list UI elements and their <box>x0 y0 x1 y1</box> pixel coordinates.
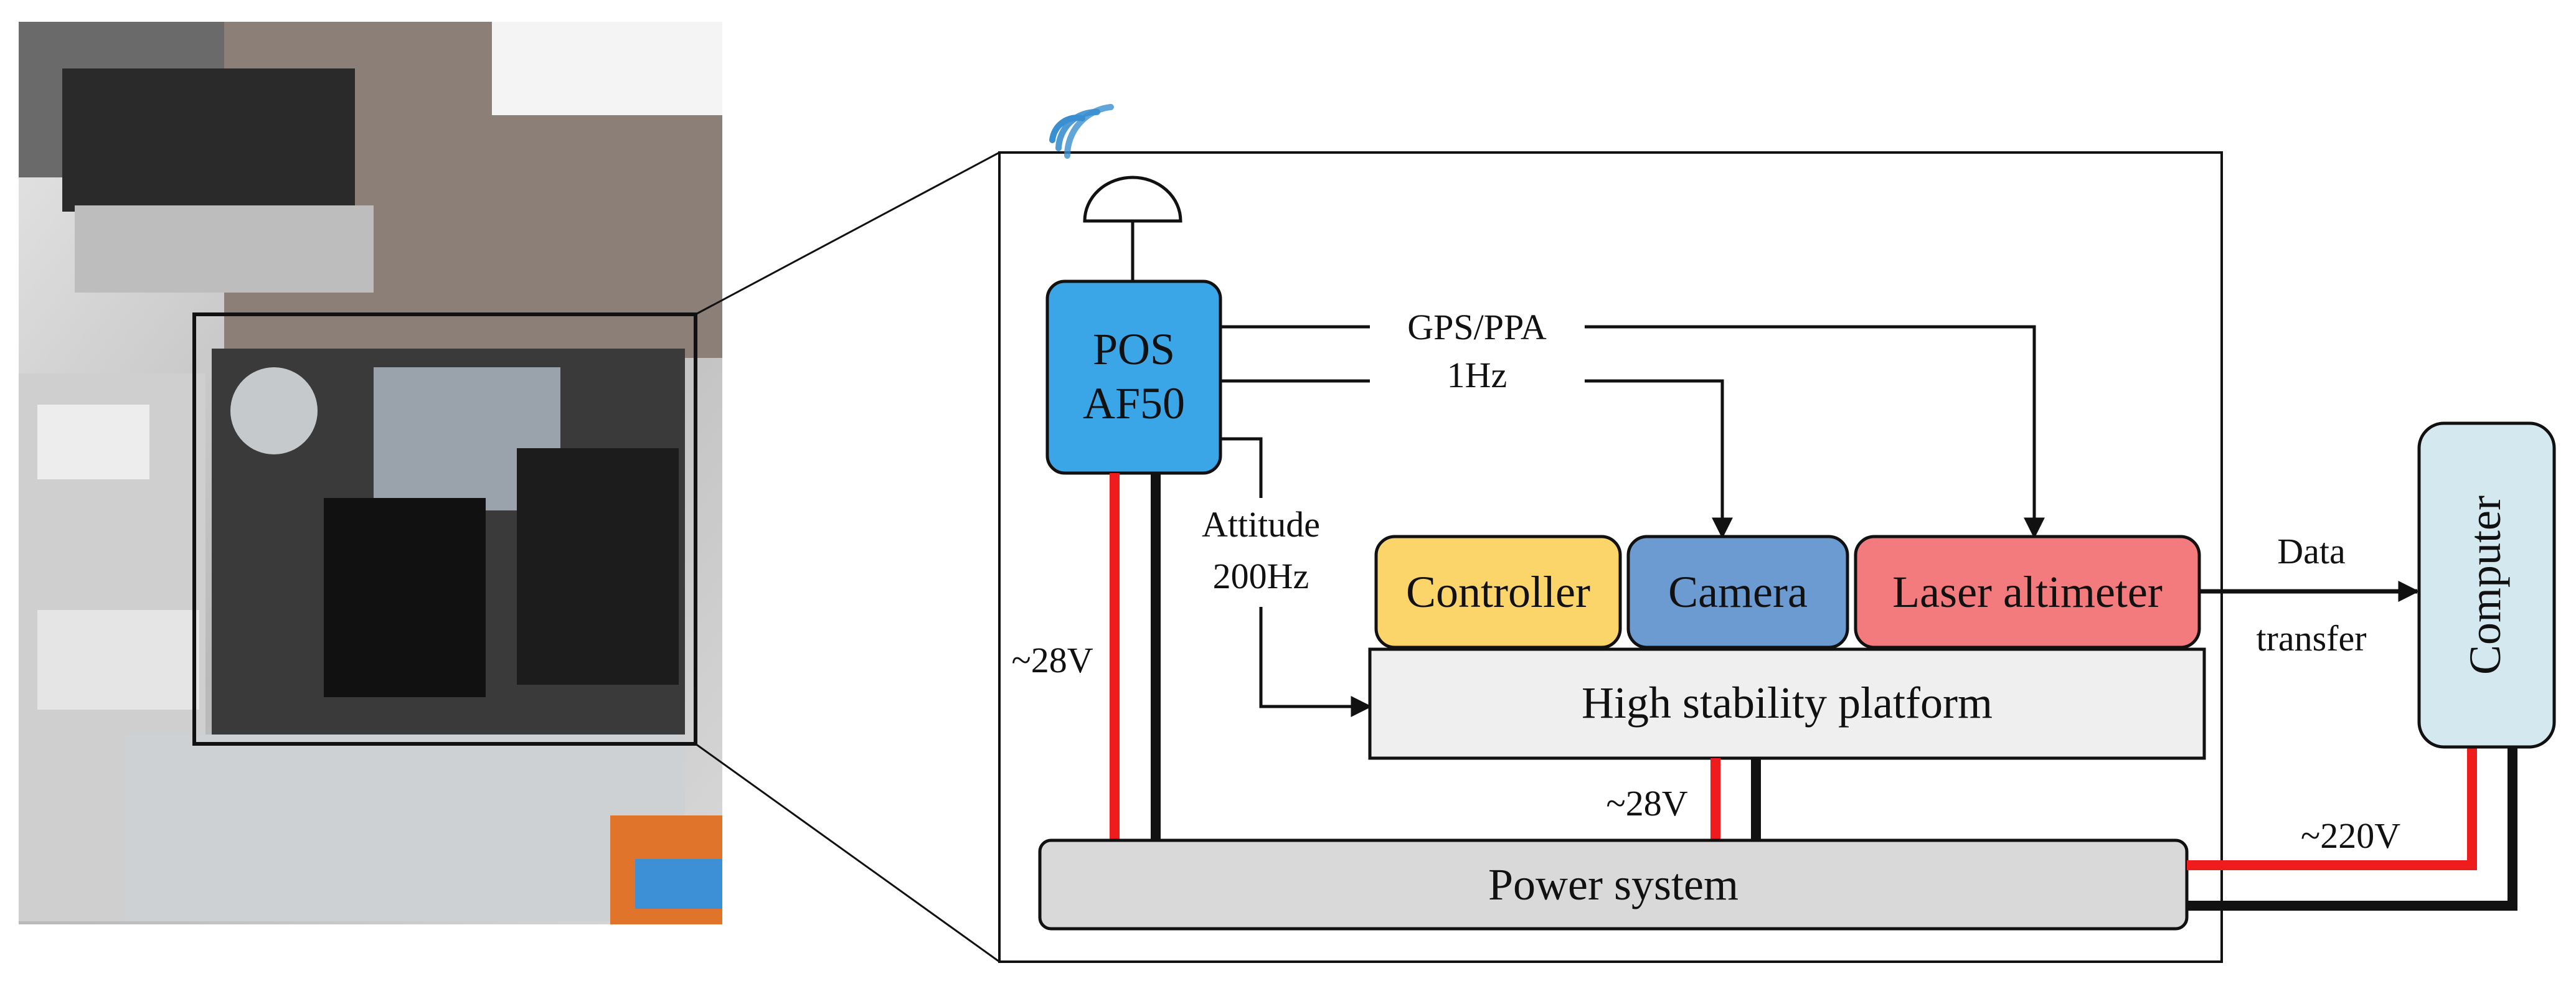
computer-box: Computer <box>2417 421 2556 749</box>
svg-text:High stability platform: High stability platform <box>1582 678 1993 728</box>
computer-power-line <box>2187 747 2477 870</box>
svg-text:Camera: Camera <box>1668 567 1808 617</box>
zoom-line-top <box>695 151 1000 316</box>
zoom-line-bottom <box>695 743 1000 963</box>
svg-text:Laser altimeter: Laser altimeter <box>1892 567 2163 617</box>
laser-altimeter-box: Laser altimeter <box>1854 535 2201 649</box>
attitude-signal-line <box>1220 437 1372 717</box>
pos-label-line1: POS <box>1093 324 1175 374</box>
gps-signal-lines <box>1220 325 2045 539</box>
svg-text:Controller: Controller <box>1406 567 1590 617</box>
gps-label-line1: GPS/PPA <box>1407 307 1547 347</box>
attitude-label-line2: 200Hz <box>1213 556 1309 596</box>
wireless-signal-icon <box>1049 104 1114 159</box>
gps-label-line2: 1Hz <box>1447 355 1507 395</box>
pos-af50-box: POS AF50 <box>1045 279 1222 475</box>
attitude-label-line1: Attitude <box>1202 504 1320 545</box>
computer-ground-line <box>2187 747 2517 911</box>
equipment-photo <box>19 22 722 924</box>
pos-label-line2: AF50 <box>1083 378 1185 428</box>
controller-box: Controller <box>1374 535 1622 649</box>
data-transfer-label-line1: Data <box>2277 531 2346 571</box>
svg-text:Computer: Computer <box>2460 495 2510 675</box>
data-transfer-label-line2: transfer <box>2256 618 2366 659</box>
pos-voltage-label: ~28V <box>1011 640 1093 680</box>
gps-antenna-icon <box>1083 176 1182 281</box>
power-system-box: Power system <box>1038 838 2189 931</box>
svg-text:Power system: Power system <box>1488 860 1739 909</box>
high-stability-platform-box: High stability platform <box>1368 647 2206 760</box>
camera-box: Camera <box>1626 535 1849 649</box>
computer-voltage-label: ~220V <box>2301 815 2400 856</box>
zoom-highlight-box <box>192 312 697 746</box>
platform-voltage-label: ~28V <box>1606 783 1687 824</box>
